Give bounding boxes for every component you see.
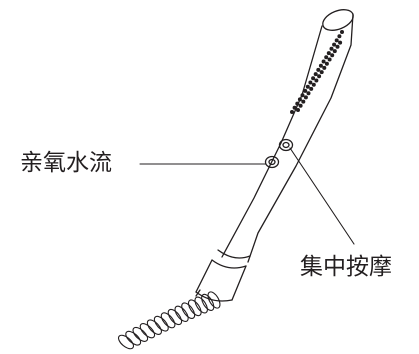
hose-coil: [174, 305, 189, 322]
flexible-hose: [117, 291, 221, 350]
shower-handle-body: [195, 9, 354, 302]
nozzle-dot: [296, 108, 300, 112]
nozzle-dot: [340, 30, 344, 34]
mode-button-upper: [278, 138, 294, 152]
nozzle-dot: [329, 46, 334, 51]
hose-coil: [181, 302, 196, 319]
nozzle-dot: [295, 101, 300, 106]
nozzle-dot: [311, 76, 316, 81]
hose-coil: [117, 334, 135, 350]
nozzle-dot: [332, 49, 337, 54]
hose-coil: [187, 299, 202, 317]
nozzle-dot: [314, 78, 319, 83]
hose-coil: [207, 291, 221, 309]
nozzle-dot: [326, 51, 331, 56]
nozzle-dot: [318, 63, 323, 68]
hose-coil: [194, 296, 208, 314]
nozzle-dot: [298, 103, 303, 108]
nozzle-dot: [324, 55, 329, 60]
nozzle-dot: [334, 38, 339, 43]
nozzle-dot: [322, 65, 327, 70]
nozzle-dot: [290, 110, 294, 114]
nozzle-dot: [319, 70, 324, 75]
nozzle-dot: [301, 99, 306, 104]
hose-coil: [146, 319, 162, 335]
nozzle-dot: [303, 95, 308, 100]
hose-coil: [201, 293, 215, 311]
nozzle-dot: [332, 42, 337, 47]
nozzle-dot: [324, 61, 329, 66]
nozzle-dot: [303, 88, 308, 93]
nozzle-dot: [338, 40, 343, 45]
nozzle-dot: [308, 80, 313, 85]
nozzle-dot: [313, 72, 318, 77]
nozzle-dot: [292, 105, 297, 110]
nozzle-dot: [300, 93, 305, 98]
label-concentrated-massage: 集中按摩: [300, 254, 392, 280]
hose-coil: [132, 326, 149, 342]
nozzle-dot: [316, 67, 321, 72]
nozzle-dot: [317, 74, 322, 79]
mode-button-lower: [264, 155, 280, 169]
nozzle-dot: [321, 59, 326, 64]
nozzle-dot: [309, 86, 314, 91]
leader-line-concentrated-massage: [289, 147, 355, 245]
nozzle-dot: [330, 53, 335, 58]
hose-coil: [125, 330, 142, 346]
label-aerated-flow: 亲氧水流: [20, 150, 112, 176]
spray-nozzle-dots: [290, 30, 344, 114]
nozzle-dot: [311, 82, 316, 87]
nozzle-dot: [327, 57, 332, 62]
nozzle-dot: [305, 84, 310, 89]
nozzle-dot: [306, 91, 311, 96]
hose-coil: [160, 312, 176, 329]
nozzle-dot: [297, 97, 302, 102]
hose-coil: [139, 323, 156, 339]
nozzle-dot: [335, 44, 340, 49]
hose-coil: [167, 308, 183, 326]
nozzle-dot: [337, 34, 342, 39]
hose-coil: [153, 315, 169, 332]
